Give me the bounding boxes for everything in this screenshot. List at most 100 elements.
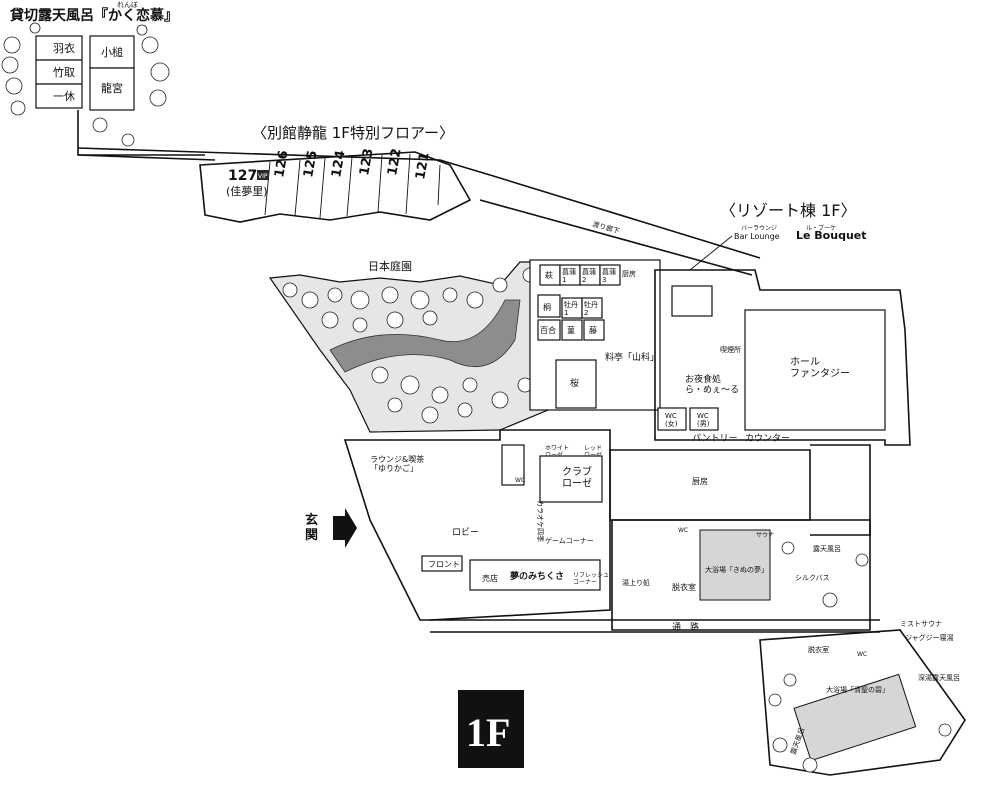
wc-female-label: WC(女) (665, 412, 678, 428)
kinu-bath (699, 529, 771, 601)
white-rose-label: ホワイトローゼ (545, 445, 569, 459)
club-rose-label: クラブローゼ (562, 465, 592, 490)
jacuzzi-label: ジャグジー寝湯 (905, 633, 954, 642)
bar-lounge-room (671, 285, 713, 317)
changing-room-label: 脱衣室 (672, 582, 696, 592)
room-ryugu (89, 67, 135, 111)
floor-badge: 1F (458, 690, 524, 768)
roten-2-label: 露天風呂 (789, 727, 806, 756)
room-124-label: 124 (329, 149, 348, 178)
wc-male (689, 407, 719, 431)
floor-badge-box (458, 690, 524, 768)
room-ayame-3 (599, 264, 621, 286)
karaoke-label: カラオケ四季 (536, 500, 545, 542)
hall-fantasy-room (744, 309, 886, 431)
service-block (810, 444, 871, 536)
main-kitchen-label: 厨房 (692, 476, 708, 486)
yuagari-label: 湯上り処 (622, 578, 650, 587)
private-bath-area: 貸切露天風呂『かく恋慕』 れんぼ 羽衣 竹取 一休 小槌 龍宮 (1, 1, 205, 156)
resort-outline (654, 269, 911, 446)
room-sumire-label: 菫 (567, 325, 575, 335)
seisho-bath (793, 673, 917, 762)
annex-title: 〈別館静龍 1F特別フロアー〉 (252, 124, 454, 142)
annex-corridor-top (77, 147, 761, 259)
annex-corridor-bottom (77, 154, 216, 161)
floor-badge-text: 1F (466, 710, 510, 755)
wc-male-label: WC(男) (697, 412, 710, 428)
yashoku-label: お夜食処ら・めぇ～る (685, 373, 739, 395)
bath-area-1: 湯上り処 脱衣室 大浴場「きぬの夢」 サウナ 露天風呂 シルクバス WC (611, 519, 871, 631)
annex-building (199, 151, 472, 223)
seisho-bath-label: 大浴場「清聖の碧」 (826, 685, 889, 694)
bouquet-ruby: ル・ブーケ (806, 224, 836, 232)
bar-lounge-ruby: バーラウンジ (741, 224, 777, 232)
silk-bath-label: シルクバス (795, 574, 830, 582)
mist-sauna-label: ミストサウナ (900, 620, 942, 628)
room-hagi-label: 萩 (545, 270, 553, 280)
room-fuji-label: 藤 (589, 325, 597, 335)
bath-area-2: 大浴場「清聖の碧」 脱衣室 WC ミストサウナ ジャグジー寝湯 深湯露天風呂 露… (759, 620, 966, 776)
room-122-label: 122 (385, 147, 404, 176)
room-sakura (555, 359, 597, 409)
front-desk (421, 555, 463, 572)
room-kiri (537, 294, 561, 318)
bath-1-outline (611, 519, 871, 631)
vip-badge-text: VIP (258, 173, 268, 180)
front-label: フロント (428, 560, 460, 569)
sauna-label: サウナ (756, 531, 774, 539)
passage-label: 通 路 (672, 621, 699, 633)
room-sumire (561, 319, 583, 341)
garden-label: 日本庭園 (368, 259, 412, 273)
lounge-label: ラウンジ&喫茶「ゆりかご」 (370, 454, 424, 473)
room-yuri-label: 百合 (540, 325, 556, 335)
lobby-outline (343, 429, 611, 621)
room-kozuchi (89, 35, 135, 69)
room-127-label: 127 (228, 168, 257, 184)
room-ryugu-label: 龍宮 (101, 81, 123, 95)
garden-area: 日本庭園 (268, 259, 549, 433)
resort-title: 〈リゾート棟 1F〉 (720, 201, 856, 220)
changing-room-2-label: 脱衣室 (808, 645, 829, 654)
counter-label: カウンター (745, 433, 790, 444)
room-botan-2 (581, 297, 603, 319)
bar-lounge-label: Bar Lounge (734, 232, 780, 241)
corridor-label: 渡り廊下 (591, 219, 620, 235)
street-label: 夢のみちくさ (510, 570, 564, 582)
entrance-arrow-icon (333, 508, 357, 548)
annex-partitions (264, 153, 441, 219)
private-bath-title: 貸切露天風呂『かく恋慕』 (9, 7, 178, 24)
room-125-label: 125 (301, 149, 320, 178)
ryotei-name-label: 料亭「山科」 (605, 351, 659, 363)
lobby-label: ロビー (452, 527, 479, 538)
room-fuji (583, 319, 605, 341)
private-bath-ruby: れんぼ (117, 1, 138, 9)
room-kiri-label: 桐 (543, 302, 551, 312)
room-yuri (537, 319, 561, 341)
passage-walls (430, 619, 880, 633)
room-kozuchi-label: 小槌 (101, 45, 123, 59)
kinu-bath-label: 大浴場「きぬの夢」 (705, 565, 768, 574)
resort-building: ホールファンタジー 喫煙所 お夜食処ら・めぇ～る WC(女) WC(男) パント… (609, 269, 911, 536)
club-rose-room (539, 455, 603, 503)
room-ikkyu (35, 83, 83, 109)
game-corner-label: ゲームコーナー (545, 536, 594, 545)
shop-street (469, 559, 601, 591)
smoking-label: 喫煙所 (720, 345, 741, 354)
lobby-area: ラウンジ&喫茶「ゆりかご」 ホワイトローゼ レッドローゼ クラブローゼ WC ロ… (343, 429, 611, 621)
private-bath-trees (1, 22, 170, 147)
wc-female (657, 407, 687, 431)
bath-wc-label: WC (678, 527, 688, 534)
bar-lounge-pointer (689, 235, 733, 271)
bouquet-label: Le Bouquet (796, 229, 867, 242)
room-126-label: 126 (272, 149, 291, 178)
hall-fantasy-label: ホールファンタジー (790, 356, 850, 380)
garden-pond (329, 299, 521, 373)
main-kitchen (609, 449, 811, 521)
room-hagoromo-label: 羽衣 (53, 41, 75, 55)
